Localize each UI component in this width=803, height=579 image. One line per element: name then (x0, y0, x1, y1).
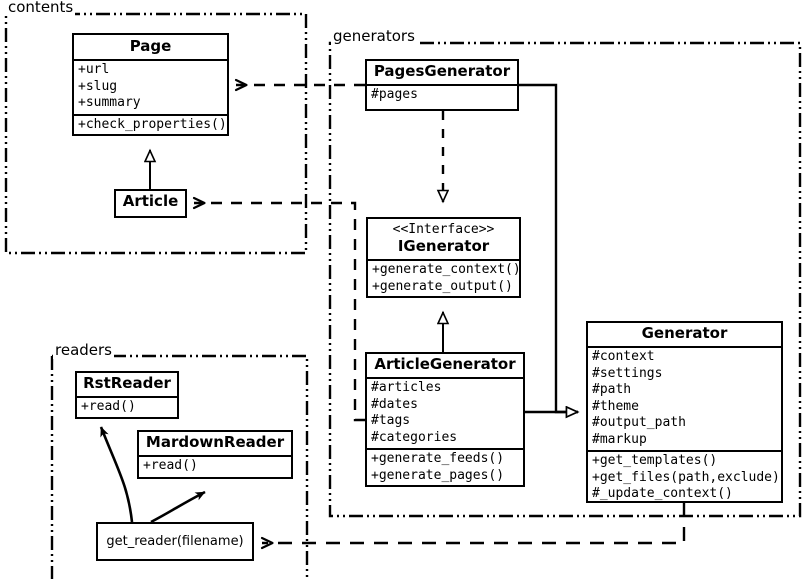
class-attribute: #settings (592, 365, 663, 381)
class-attribute: #pages (371, 87, 418, 102)
class-stereotype-igenerator: <<Interface>> (392, 222, 495, 237)
connector-generator-getreader (260, 503, 686, 550)
package-label-contents: contents (6, 0, 76, 16)
class-title-rstreader: RstReader (83, 374, 171, 392)
class-attribute: +summary (78, 95, 141, 110)
class-title-igenerator: IGenerator (397, 237, 490, 255)
class-attribute: #categories (371, 429, 458, 445)
class-attribute: #markup (592, 431, 647, 447)
connector-articlegenerator-article (192, 196, 365, 422)
class-attribute: #dates (371, 396, 418, 412)
class-title-generator: Generator (641, 324, 728, 342)
class-methods-articlegenerator: +generate_feeds() +generate_pages() (367, 448, 523, 486)
class-box-generator[interactable]: Generator #context #settings #path #them… (586, 321, 783, 503)
function-label-get-reader: get_reader(filename) (106, 534, 244, 549)
class-box-pagesgenerator[interactable]: PagesGenerator #pages (365, 59, 519, 111)
class-title-pagesgenerator: PagesGenerator (373, 62, 511, 80)
class-method: +read() (81, 399, 136, 414)
class-method: +generate_feeds() (371, 451, 505, 466)
class-methods-mardownreader: +read() (139, 455, 291, 477)
class-methods-generator: +get_templates() +get_files(path,exclude… (588, 450, 781, 505)
connector-getreader-rstreader (99, 426, 134, 523)
class-method: #_update_context() (592, 486, 733, 501)
class-attribute: #path (592, 382, 632, 397)
connector-getreader-mardownreader (150, 490, 206, 524)
class-method: +generate_pages() (371, 467, 505, 483)
class-method: +generate_output() (372, 278, 513, 294)
class-attribute: #output_path (592, 415, 686, 430)
class-method: +check_properties() (78, 116, 227, 132)
class-title-article: Article (122, 192, 179, 210)
class-method: +generate_context() (372, 262, 521, 277)
package-label-readers: readers (53, 341, 114, 359)
class-box-page[interactable]: Page +url +slug +summary +check_properti… (72, 33, 229, 136)
class-attribute: #tags (371, 413, 411, 428)
class-method: +get_files(path,exclude) (592, 469, 780, 485)
class-attribute: #theme (592, 398, 639, 414)
class-methods-page: +check_properties() (74, 113, 227, 136)
class-methods-igenerator: +generate_context() +generate_output() (368, 259, 521, 297)
class-methods-rstreader: +read() (77, 396, 177, 418)
class-title-mardownreader: MardownReader (145, 433, 285, 451)
class-title-articlegenerator: ArticleGenerator (374, 355, 516, 373)
class-box-rstreader[interactable]: RstReader +read() (75, 371, 179, 419)
class-method: +get_templates() (592, 453, 718, 468)
class-attributes-page: +url +slug +summary (74, 59, 227, 114)
class-attribute: +slug (78, 78, 118, 94)
class-box-article[interactable]: Article (114, 189, 187, 218)
class-attributes-articlegenerator: #articles #dates #tags #categories (367, 377, 523, 448)
class-method: +read() (143, 458, 198, 473)
function-box-get-reader[interactable]: get_reader(filename) (96, 522, 254, 561)
class-attributes-generator: #context #settings #path #theme #output_… (588, 346, 781, 450)
class-attribute: #context (592, 349, 655, 364)
class-box-mardownreader[interactable]: MardownReader +read() (137, 430, 293, 479)
class-attribute: #articles (371, 380, 442, 395)
class-title-page: Page (129, 37, 172, 55)
package-label-generators: generators (331, 27, 417, 45)
class-box-igenerator[interactable]: <<Interface>> IGenerator +generate_conte… (366, 217, 521, 298)
class-attribute: +url (78, 62, 110, 77)
class-attributes-pagesgenerator: #pages (367, 84, 517, 106)
connector-pagesgenerator-generator (519, 83, 578, 412)
class-box-articlegenerator[interactable]: ArticleGenerator #articles #dates #tags … (365, 352, 525, 487)
